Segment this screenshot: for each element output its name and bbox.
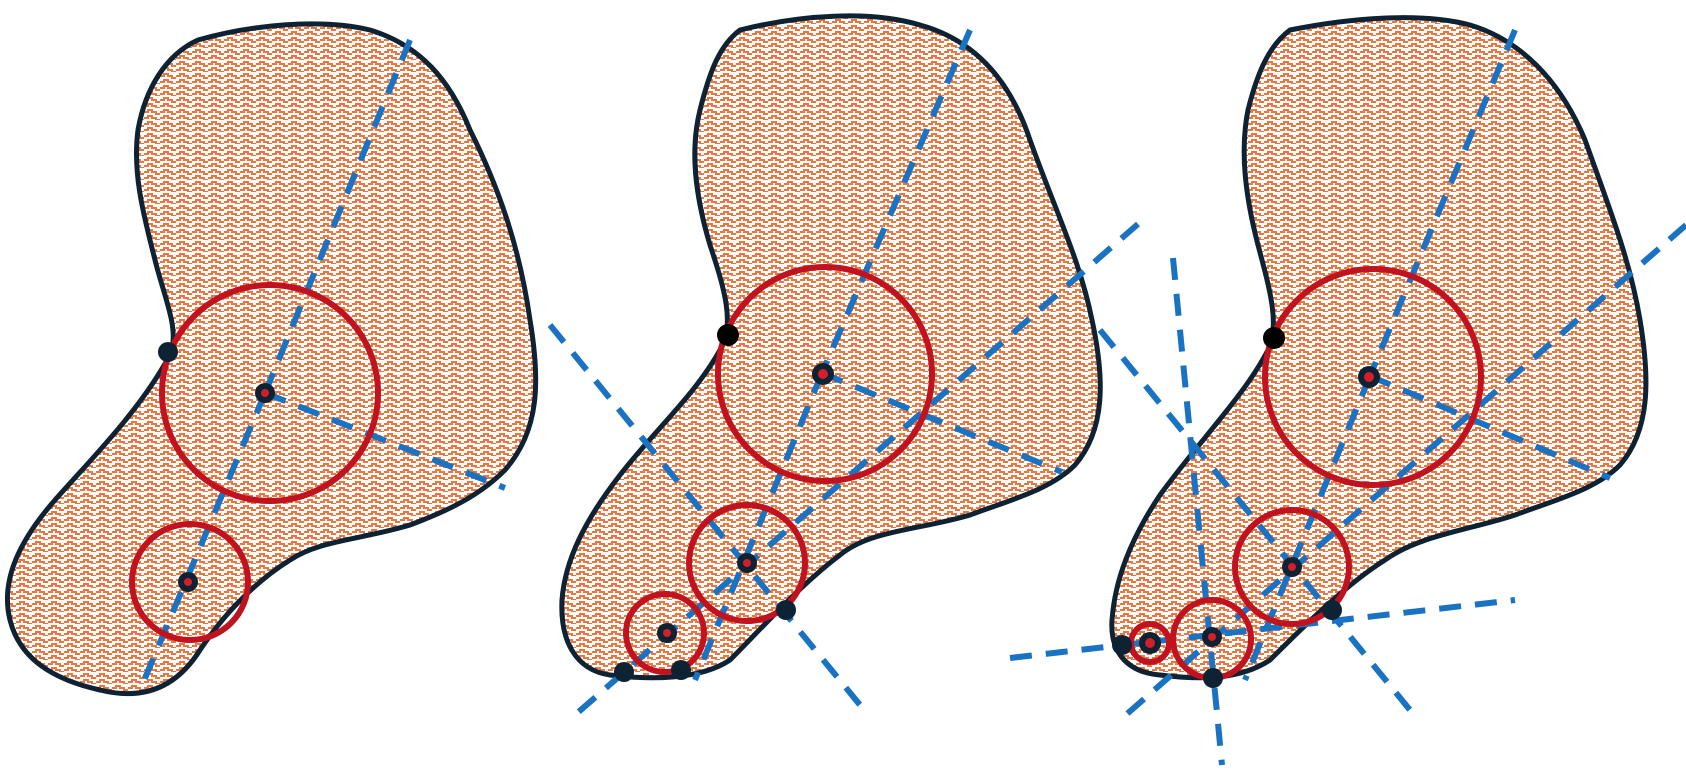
guide-lines <box>137 38 507 692</box>
center-dot <box>261 389 269 397</box>
center-dot <box>1208 633 1216 641</box>
inscribed-circle-large <box>715 264 935 484</box>
guide-line <box>1009 597 1516 661</box>
center-dot <box>1288 563 1296 571</box>
boundary-point <box>158 342 178 362</box>
panel-stage-1 <box>4 21 539 697</box>
center-dot <box>663 629 671 637</box>
boundary-point <box>614 662 634 682</box>
inscribed-circle-large <box>159 282 381 504</box>
boundary-point <box>1112 635 1132 655</box>
inscribed-circle-medium <box>1232 507 1352 627</box>
center-dot <box>818 369 828 379</box>
center-dot <box>1364 372 1374 382</box>
boundary-point <box>671 660 691 680</box>
guide-line <box>1368 373 1612 481</box>
guide-line <box>820 370 1064 475</box>
guide-line <box>263 390 507 491</box>
inscribed-circle-medium <box>686 502 808 624</box>
guide-line <box>1170 257 1225 766</box>
boundary-point <box>1322 600 1342 620</box>
inscribed-circle-large <box>1262 266 1484 488</box>
center-dot <box>743 559 751 567</box>
guide-line <box>137 391 268 692</box>
guide-line <box>819 28 973 375</box>
boundary-point <box>1203 668 1223 688</box>
center-dot <box>184 578 192 586</box>
boundary-point <box>776 600 796 620</box>
inscribed-circle-small <box>623 591 707 675</box>
guide-line <box>692 371 825 682</box>
boundary-point <box>1263 327 1285 349</box>
boundary-point <box>717 324 739 346</box>
guide-line <box>1367 28 1518 378</box>
panel-stage-2 <box>547 13 1140 718</box>
guide-line <box>547 323 863 707</box>
guide-line <box>1097 328 1413 712</box>
center-dot <box>1145 638 1155 648</box>
panel-stage-3 <box>1009 15 1686 766</box>
inscribed-circle-small <box>129 521 251 643</box>
region-shape <box>4 21 539 697</box>
guide-line <box>262 38 413 395</box>
